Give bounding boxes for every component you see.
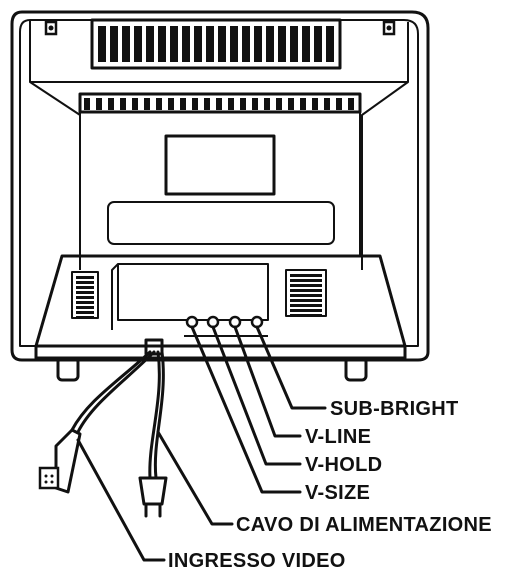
- v-size-knob: [185, 315, 199, 329]
- vent-slot: [218, 26, 226, 62]
- vent-slot: [290, 26, 298, 62]
- vent-slot: [132, 98, 138, 110]
- grille-slot: [290, 274, 322, 277]
- vent-slot: [254, 26, 262, 62]
- label-sub-bright: SUB-BRIGHT: [330, 398, 459, 420]
- label-v-hold: V-HOLD: [305, 454, 382, 476]
- grille-slot: [76, 296, 94, 299]
- vent-slot: [216, 98, 222, 110]
- adjustment-knobs: [185, 315, 264, 329]
- vent-slot: [228, 98, 234, 110]
- grille-slot: [290, 294, 322, 297]
- label-power-cable: CAVO DI ALIMENTAZIONE: [236, 514, 492, 536]
- vent-slot: [240, 98, 246, 110]
- mounting-screw-right: [382, 20, 396, 36]
- vent-slot: [168, 98, 174, 110]
- vent-slot: [146, 26, 154, 62]
- vent-slot: [204, 98, 210, 110]
- vent-slot: [264, 98, 270, 110]
- vent-slot: [96, 98, 102, 110]
- vent-slot: [194, 26, 202, 62]
- leader-lines: [76, 325, 327, 562]
- grille-slot: [76, 306, 94, 309]
- vent-slot: [252, 98, 258, 110]
- grille-slot: [76, 276, 94, 279]
- grille-slot: [290, 304, 322, 307]
- grille-slot: [290, 289, 322, 292]
- vent-slot: [144, 98, 150, 110]
- vent-slot: [120, 98, 126, 110]
- grille-slot: [76, 286, 94, 289]
- vent-slot: [158, 26, 166, 62]
- video-input-cable: [38, 350, 156, 494]
- grille-slot: [290, 299, 322, 302]
- label-video-input: INGRESSO VIDEO: [168, 550, 346, 572]
- vent-slot: [300, 98, 306, 110]
- monitor-cabinet: [10, 10, 430, 362]
- vent-slot: [276, 98, 282, 110]
- vent-slot: [108, 98, 114, 110]
- mounting-screw-left: [44, 20, 58, 36]
- grille-slot: [290, 279, 322, 282]
- vent-slot: [122, 26, 130, 62]
- vent-slot: [278, 26, 286, 62]
- vent-slot: [324, 98, 330, 110]
- vent-slot: [336, 98, 342, 110]
- grille-slot: [76, 316, 94, 319]
- vent-slot: [110, 26, 118, 62]
- vent-slot: [266, 26, 274, 62]
- vent-slot: [348, 98, 354, 110]
- grille-slot: [290, 309, 322, 312]
- grille-slot: [76, 301, 94, 304]
- grille-slot: [76, 311, 94, 314]
- top-vent-grille: [90, 18, 342, 70]
- grille-slot: [290, 314, 322, 317]
- vent-slot: [156, 98, 162, 110]
- grille-slot: [76, 291, 94, 294]
- vent-slot: [206, 26, 214, 62]
- power-cable: [138, 350, 168, 518]
- rear-housing: [78, 92, 362, 257]
- vent-slot: [230, 26, 238, 62]
- label-v-line: V-LINE: [305, 426, 371, 448]
- vent-slot: [242, 26, 250, 62]
- vent-slot: [288, 98, 294, 110]
- vent-slot: [314, 26, 322, 62]
- grille-slot: [290, 284, 322, 287]
- vent-slot: [84, 98, 90, 110]
- vent-slot: [182, 26, 190, 62]
- vent-slot: [302, 26, 310, 62]
- vent-slot: [192, 98, 198, 110]
- v-hold-knob: [206, 315, 220, 329]
- monitor-base: [34, 254, 407, 360]
- grille-slot: [76, 281, 94, 284]
- label-v-size: V-SIZE: [305, 482, 370, 504]
- vent-slot: [312, 98, 318, 110]
- vent-slot: [326, 26, 334, 62]
- vent-slot: [180, 98, 186, 110]
- vent-slot: [170, 26, 178, 62]
- foot-right: [344, 356, 368, 382]
- vent-slot: [134, 26, 142, 62]
- foot-left: [56, 356, 80, 382]
- vent-slot: [98, 26, 106, 62]
